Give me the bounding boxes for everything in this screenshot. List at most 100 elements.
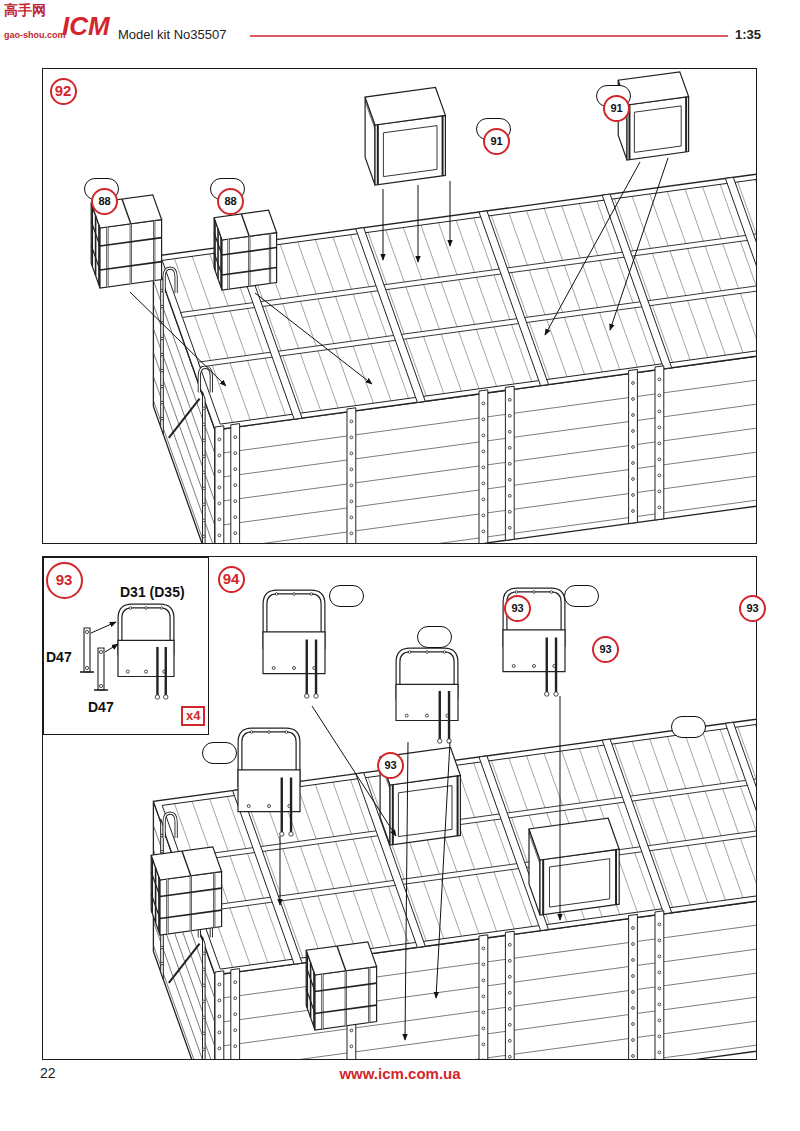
crate-bar xyxy=(213,873,215,928)
crate-bar xyxy=(151,858,153,913)
crate-bar xyxy=(369,968,370,1023)
stowage-box xyxy=(529,818,619,860)
seat-foot xyxy=(280,832,284,836)
side-post xyxy=(215,971,224,1125)
crate-top-bar xyxy=(122,199,131,224)
crate-bar xyxy=(166,879,168,934)
callout-circle: 93 xyxy=(417,626,452,648)
box-strap xyxy=(615,850,617,905)
deck-plank xyxy=(632,741,690,905)
stanchion-hoop xyxy=(164,268,176,293)
bolt xyxy=(632,398,635,401)
side-post xyxy=(778,894,787,1048)
quantity-mark: x4 xyxy=(181,706,205,726)
bolt xyxy=(482,498,485,501)
link-part xyxy=(84,628,90,672)
bolt xyxy=(658,1051,661,1054)
bolt xyxy=(658,939,661,942)
bolt xyxy=(161,305,164,308)
bolt xyxy=(350,1061,353,1064)
deck-plank xyxy=(615,199,673,363)
seat-bolt xyxy=(426,714,429,717)
leader-arrow xyxy=(405,742,408,1040)
crate-bar xyxy=(91,206,93,266)
seat-bolt xyxy=(512,665,515,668)
bolt xyxy=(658,955,661,958)
bolt xyxy=(161,353,164,356)
seat-bolt xyxy=(250,731,253,734)
leader-arrow xyxy=(436,742,450,998)
crate-bar xyxy=(269,233,271,283)
page-number: 22 xyxy=(40,1066,56,1081)
seat-bolt xyxy=(272,667,275,670)
crate-bar xyxy=(130,224,131,284)
stowage-box xyxy=(365,88,445,126)
bolt xyxy=(218,1015,221,1018)
deck-plank xyxy=(544,208,602,372)
crate-rail xyxy=(222,268,277,275)
bolt xyxy=(350,500,353,503)
bolt xyxy=(202,1000,205,1003)
crate-bar xyxy=(158,877,160,932)
crate-bar xyxy=(155,868,157,923)
bolt xyxy=(202,407,205,410)
seat-bolt xyxy=(443,651,446,654)
bolt xyxy=(234,1077,237,1080)
crate-rail xyxy=(91,221,100,246)
bolt xyxy=(350,532,353,535)
bolt xyxy=(632,959,635,962)
bolt xyxy=(234,436,237,439)
bolt xyxy=(202,1032,205,1035)
crate-rail xyxy=(91,245,100,270)
side-post xyxy=(629,914,638,1068)
bolt xyxy=(202,968,205,971)
seat-bolt xyxy=(405,714,408,717)
seat-bolt xyxy=(126,670,129,673)
step-panel: 9288889191 xyxy=(42,68,757,544)
bolt xyxy=(508,526,511,529)
deck-plank xyxy=(685,734,743,898)
bolt xyxy=(508,446,511,449)
bolt xyxy=(632,1039,635,1042)
seat-bolt xyxy=(285,731,288,734)
bolt xyxy=(482,418,485,421)
bolt xyxy=(508,1055,511,1058)
seat-bolt xyxy=(160,607,163,610)
seat-foot xyxy=(554,692,558,696)
bolt xyxy=(658,1019,661,1022)
callout-number: 91 xyxy=(603,95,630,122)
bolt xyxy=(781,1002,784,1005)
seat-bolt xyxy=(247,805,250,808)
link-part xyxy=(98,648,104,690)
crate-frame xyxy=(306,942,376,975)
bolt xyxy=(482,530,485,533)
seat-bolt xyxy=(129,607,132,610)
deck-crossbeam xyxy=(725,177,756,352)
box-lid xyxy=(550,859,610,907)
seat-leg xyxy=(315,640,317,696)
seat-bolt xyxy=(268,805,271,808)
box-lid xyxy=(383,126,437,177)
stowage-box xyxy=(627,97,689,160)
deck-plank xyxy=(667,192,725,356)
crate-bar xyxy=(153,221,155,281)
bolt xyxy=(781,922,784,925)
bolt xyxy=(202,1048,205,1051)
bolt xyxy=(234,1061,237,1064)
seat-leg xyxy=(448,691,450,740)
bolt xyxy=(482,1075,485,1078)
crate-bar xyxy=(228,239,229,289)
bolt xyxy=(658,410,661,413)
seat-bolt xyxy=(293,593,296,596)
deck-plank xyxy=(456,765,514,929)
bolt xyxy=(508,430,511,433)
seat-leg xyxy=(281,778,283,834)
leader-arrow xyxy=(383,189,384,260)
bolt xyxy=(234,500,237,503)
bolt xyxy=(202,423,205,426)
crate-bar xyxy=(368,968,370,1023)
bolt xyxy=(161,401,164,404)
step-94-art xyxy=(151,590,800,1125)
bolt xyxy=(234,516,237,519)
end-post xyxy=(203,937,206,1097)
